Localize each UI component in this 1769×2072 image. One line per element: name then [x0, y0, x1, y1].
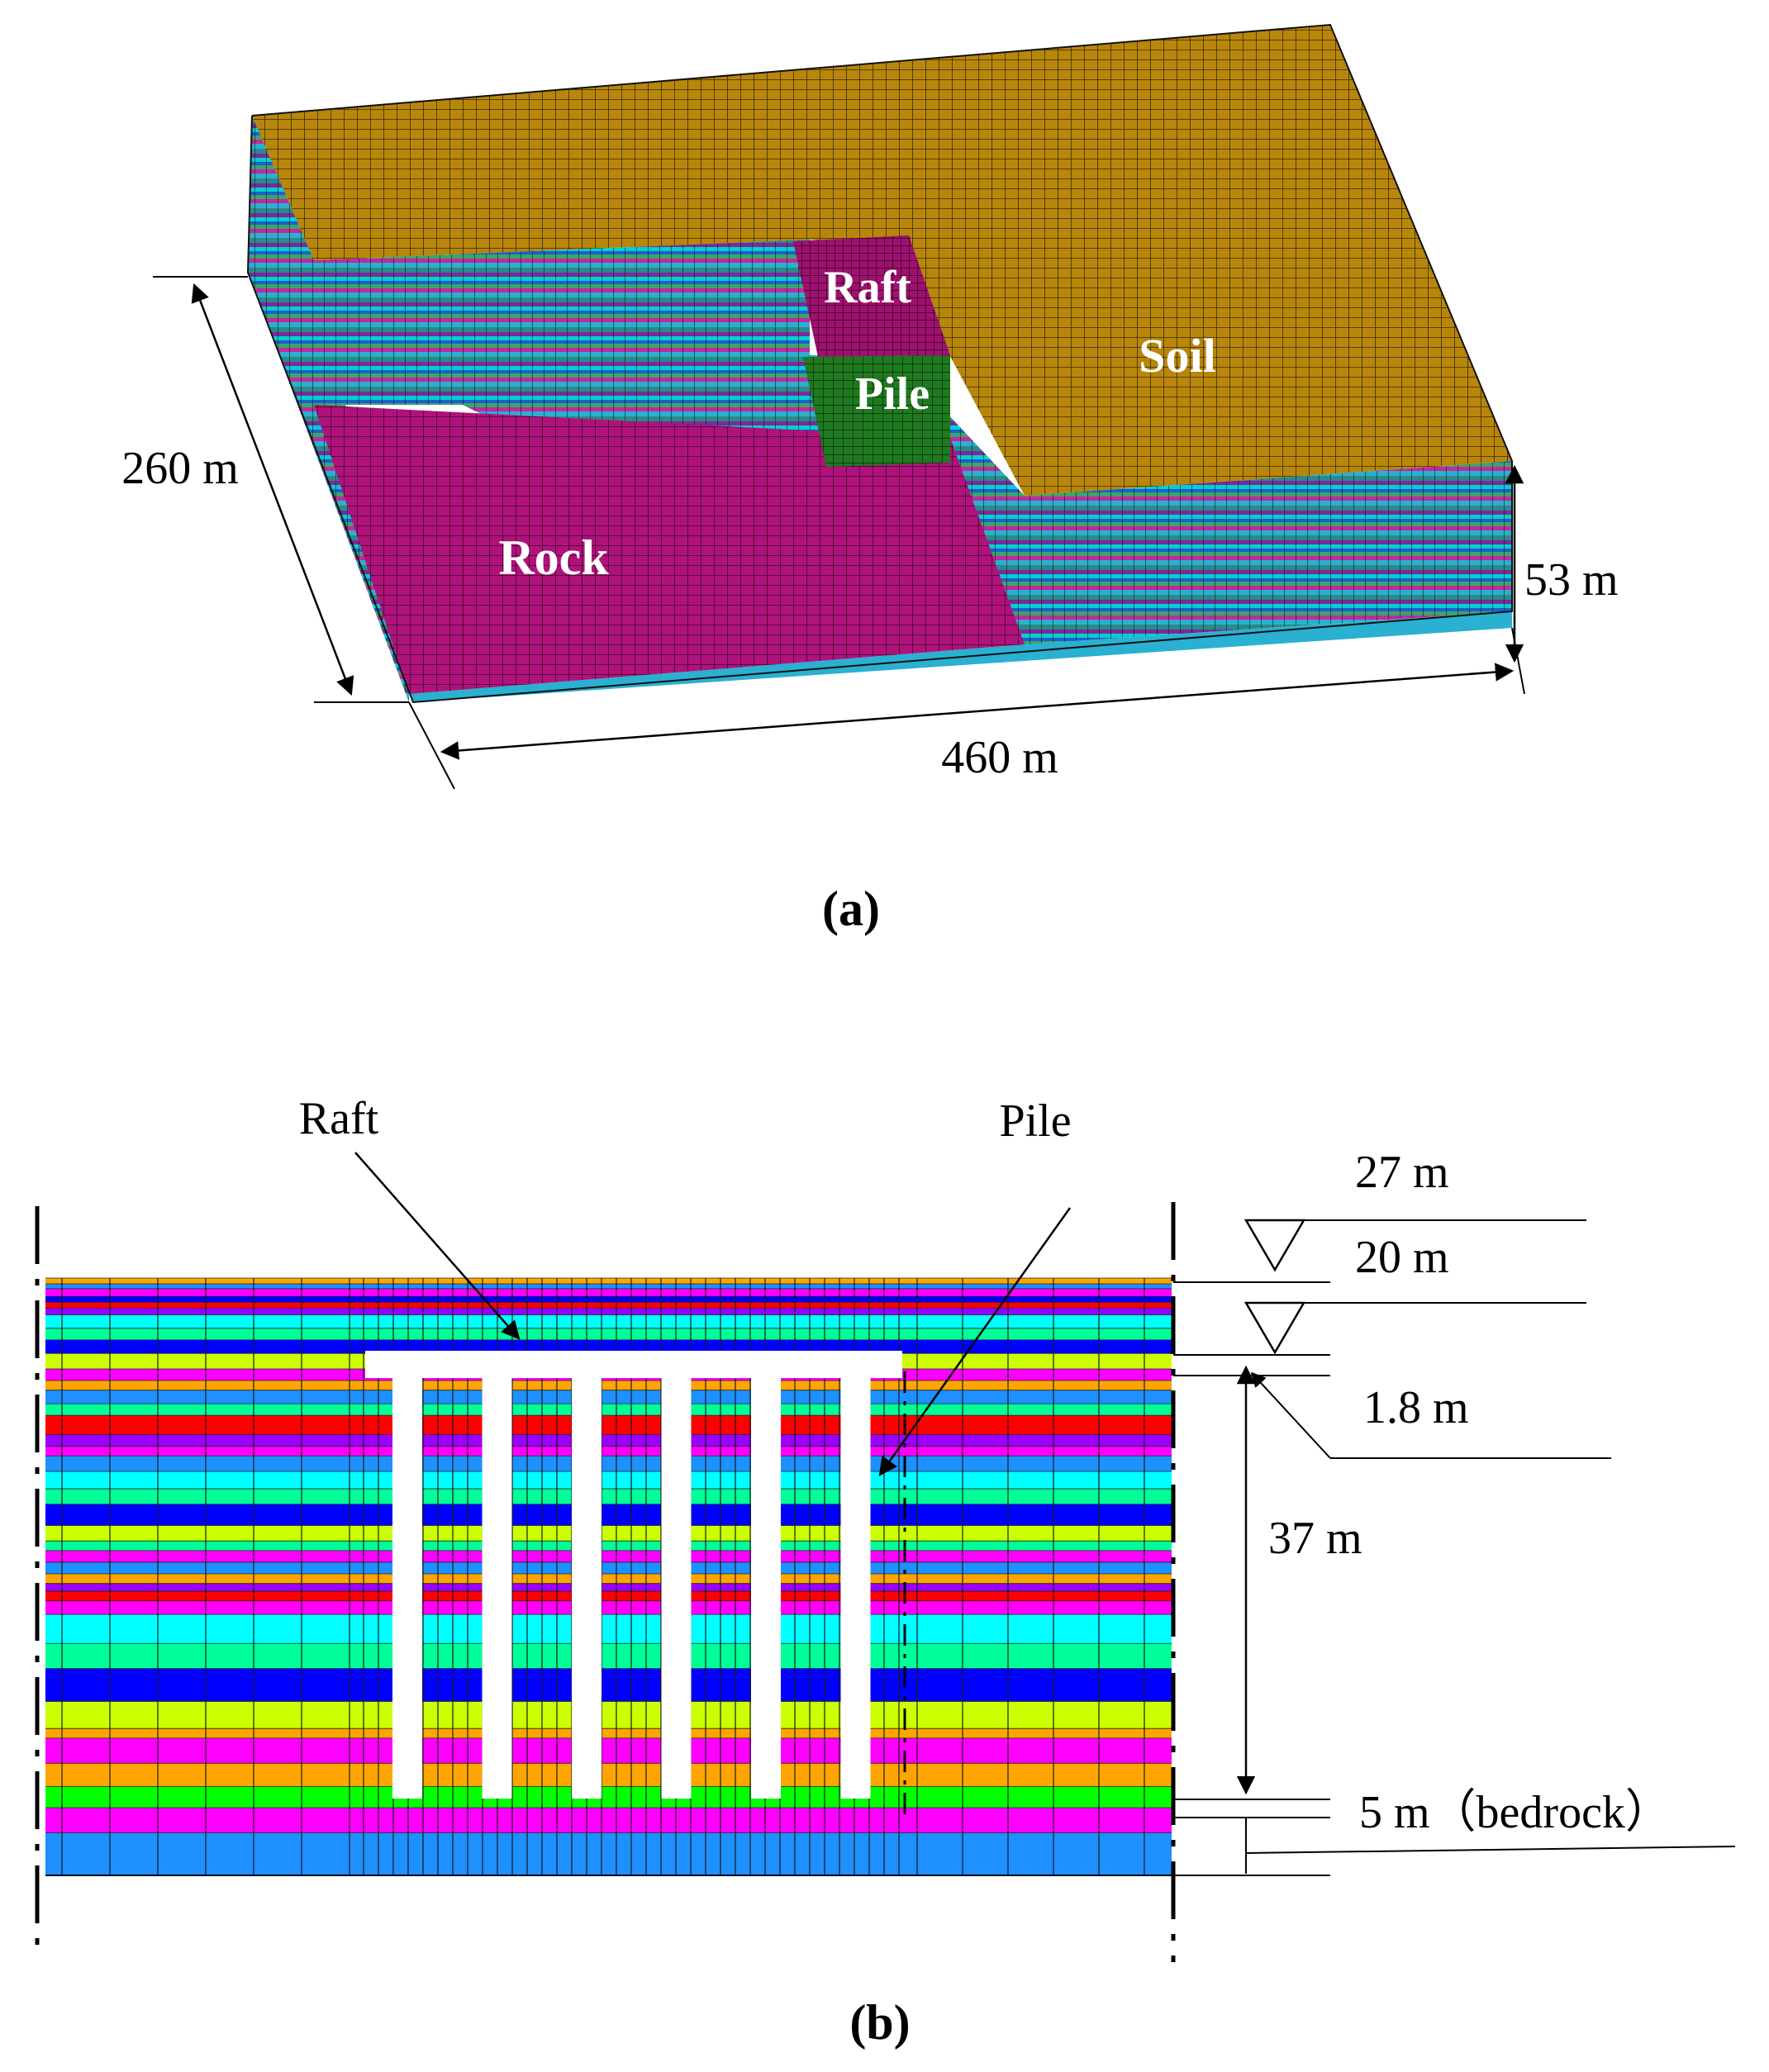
soil-layer-band — [45, 1600, 1172, 1615]
raft-block — [793, 235, 950, 357]
soil-layer-band — [45, 1808, 1172, 1834]
rock-surface — [314, 405, 1025, 694]
raft-label: Raft — [824, 262, 911, 313]
soil-layer-band — [45, 1456, 1172, 1472]
pile — [482, 1376, 512, 1799]
pile — [392, 1376, 422, 1799]
soil-layer-band — [45, 1284, 1172, 1290]
soil-layer-band — [45, 1573, 1172, 1585]
raft-thickness-label: 1.8 m — [1363, 1382, 1469, 1433]
soil-layer-band — [45, 1381, 1172, 1391]
water-level-1-icon — [1244, 1219, 1306, 1272]
soil-layer-band — [45, 1668, 1172, 1703]
raft-callout-label: Raft — [299, 1093, 379, 1144]
soil-layer-band — [45, 1525, 1172, 1542]
soil-layer-band — [45, 1302, 1172, 1309]
soil-layer-band — [45, 1328, 1172, 1341]
soil-layer-bands — [45, 1277, 1172, 1876]
panel-a-3d-model: Raft Pile Soil Rock 260 m 460 m 53 m (a) — [121, 23, 1619, 936]
dim-460-ext-left — [408, 701, 455, 790]
dim-260-label: 260 m — [121, 443, 239, 494]
raft-slab — [365, 1351, 902, 1378]
dim-260-arrow — [191, 283, 354, 696]
dim-460-arrow — [440, 663, 1515, 760]
soil-layer-band — [45, 1583, 1172, 1592]
soil-layer-band — [45, 1415, 1172, 1436]
soil-layer-band — [45, 1471, 1172, 1490]
soil-layer-band — [45, 1504, 1172, 1527]
rock-label: Rock — [498, 530, 609, 585]
soil-layer-band — [45, 1701, 1172, 1729]
bedrock-leader — [1245, 1846, 1736, 1854]
pile-block — [803, 355, 950, 467]
dim-460-label: 460 m — [941, 732, 1058, 783]
soil-layer-band — [45, 1737, 1172, 1764]
soil-layer-band — [45, 1489, 1172, 1505]
panel-b-cross-section: Raft Pile 27 m 20 m 1.8 m 37 m 5 m（bedro… — [35, 1093, 1736, 2050]
pile-leader — [878, 1207, 1072, 1476]
soil-layer-band — [45, 1278, 1172, 1285]
soil-layer-band — [45, 1541, 1172, 1552]
soil-layer-band — [45, 1404, 1172, 1416]
soil-layer-band — [45, 1314, 1172, 1329]
soil-layer-band — [45, 1591, 1172, 1602]
pile — [751, 1376, 781, 1799]
pile — [572, 1376, 602, 1799]
caption-a: (a) — [822, 882, 880, 936]
soil-layer-band — [45, 1308, 1172, 1316]
dim-53-label: 53 m — [1524, 554, 1619, 606]
soil-layer-band — [45, 1643, 1172, 1670]
pile — [661, 1376, 692, 1799]
soil-layer-band — [45, 1614, 1172, 1644]
pile-label: Pile — [855, 368, 930, 420]
soil-top-surface — [252, 25, 1512, 496]
bedrock-label: 5 m（bedrock） — [1359, 1787, 1672, 1838]
water-level-2-icon — [1244, 1301, 1306, 1355]
soil-label: Soil — [1139, 329, 1216, 383]
soil-layer-band — [45, 1446, 1172, 1457]
soil-layer-band — [45, 1786, 1172, 1808]
raft-thickness-leader-diag — [1250, 1371, 1331, 1459]
soil-layer-band — [45, 1296, 1172, 1303]
front-right-side-face — [1025, 461, 1512, 644]
soil-layer-band — [45, 1288, 1172, 1297]
soil-layer-band — [45, 1390, 1172, 1404]
soil-layer-band — [45, 1728, 1172, 1739]
piles — [392, 1376, 871, 1799]
soil-layer-band — [45, 1550, 1172, 1563]
caption-b: (b) — [849, 1995, 910, 2050]
pile-length-label: 37 m — [1268, 1513, 1362, 1564]
soil-layer-band — [45, 1832, 1172, 1876]
soil-layer-band — [45, 1561, 1172, 1575]
pile — [840, 1376, 871, 1799]
soil-layer-band — [45, 1434, 1172, 1447]
pile-callout-label: Pile — [999, 1095, 1071, 1147]
raft-leader — [354, 1152, 521, 1340]
soil-layer-band — [45, 1763, 1172, 1787]
level-27-label: 27 m — [1355, 1147, 1449, 1198]
soil-layer-band — [45, 1339, 1172, 1354]
excavated-layer-face — [314, 240, 1025, 644]
level-20-label: 20 m — [1355, 1232, 1449, 1283]
